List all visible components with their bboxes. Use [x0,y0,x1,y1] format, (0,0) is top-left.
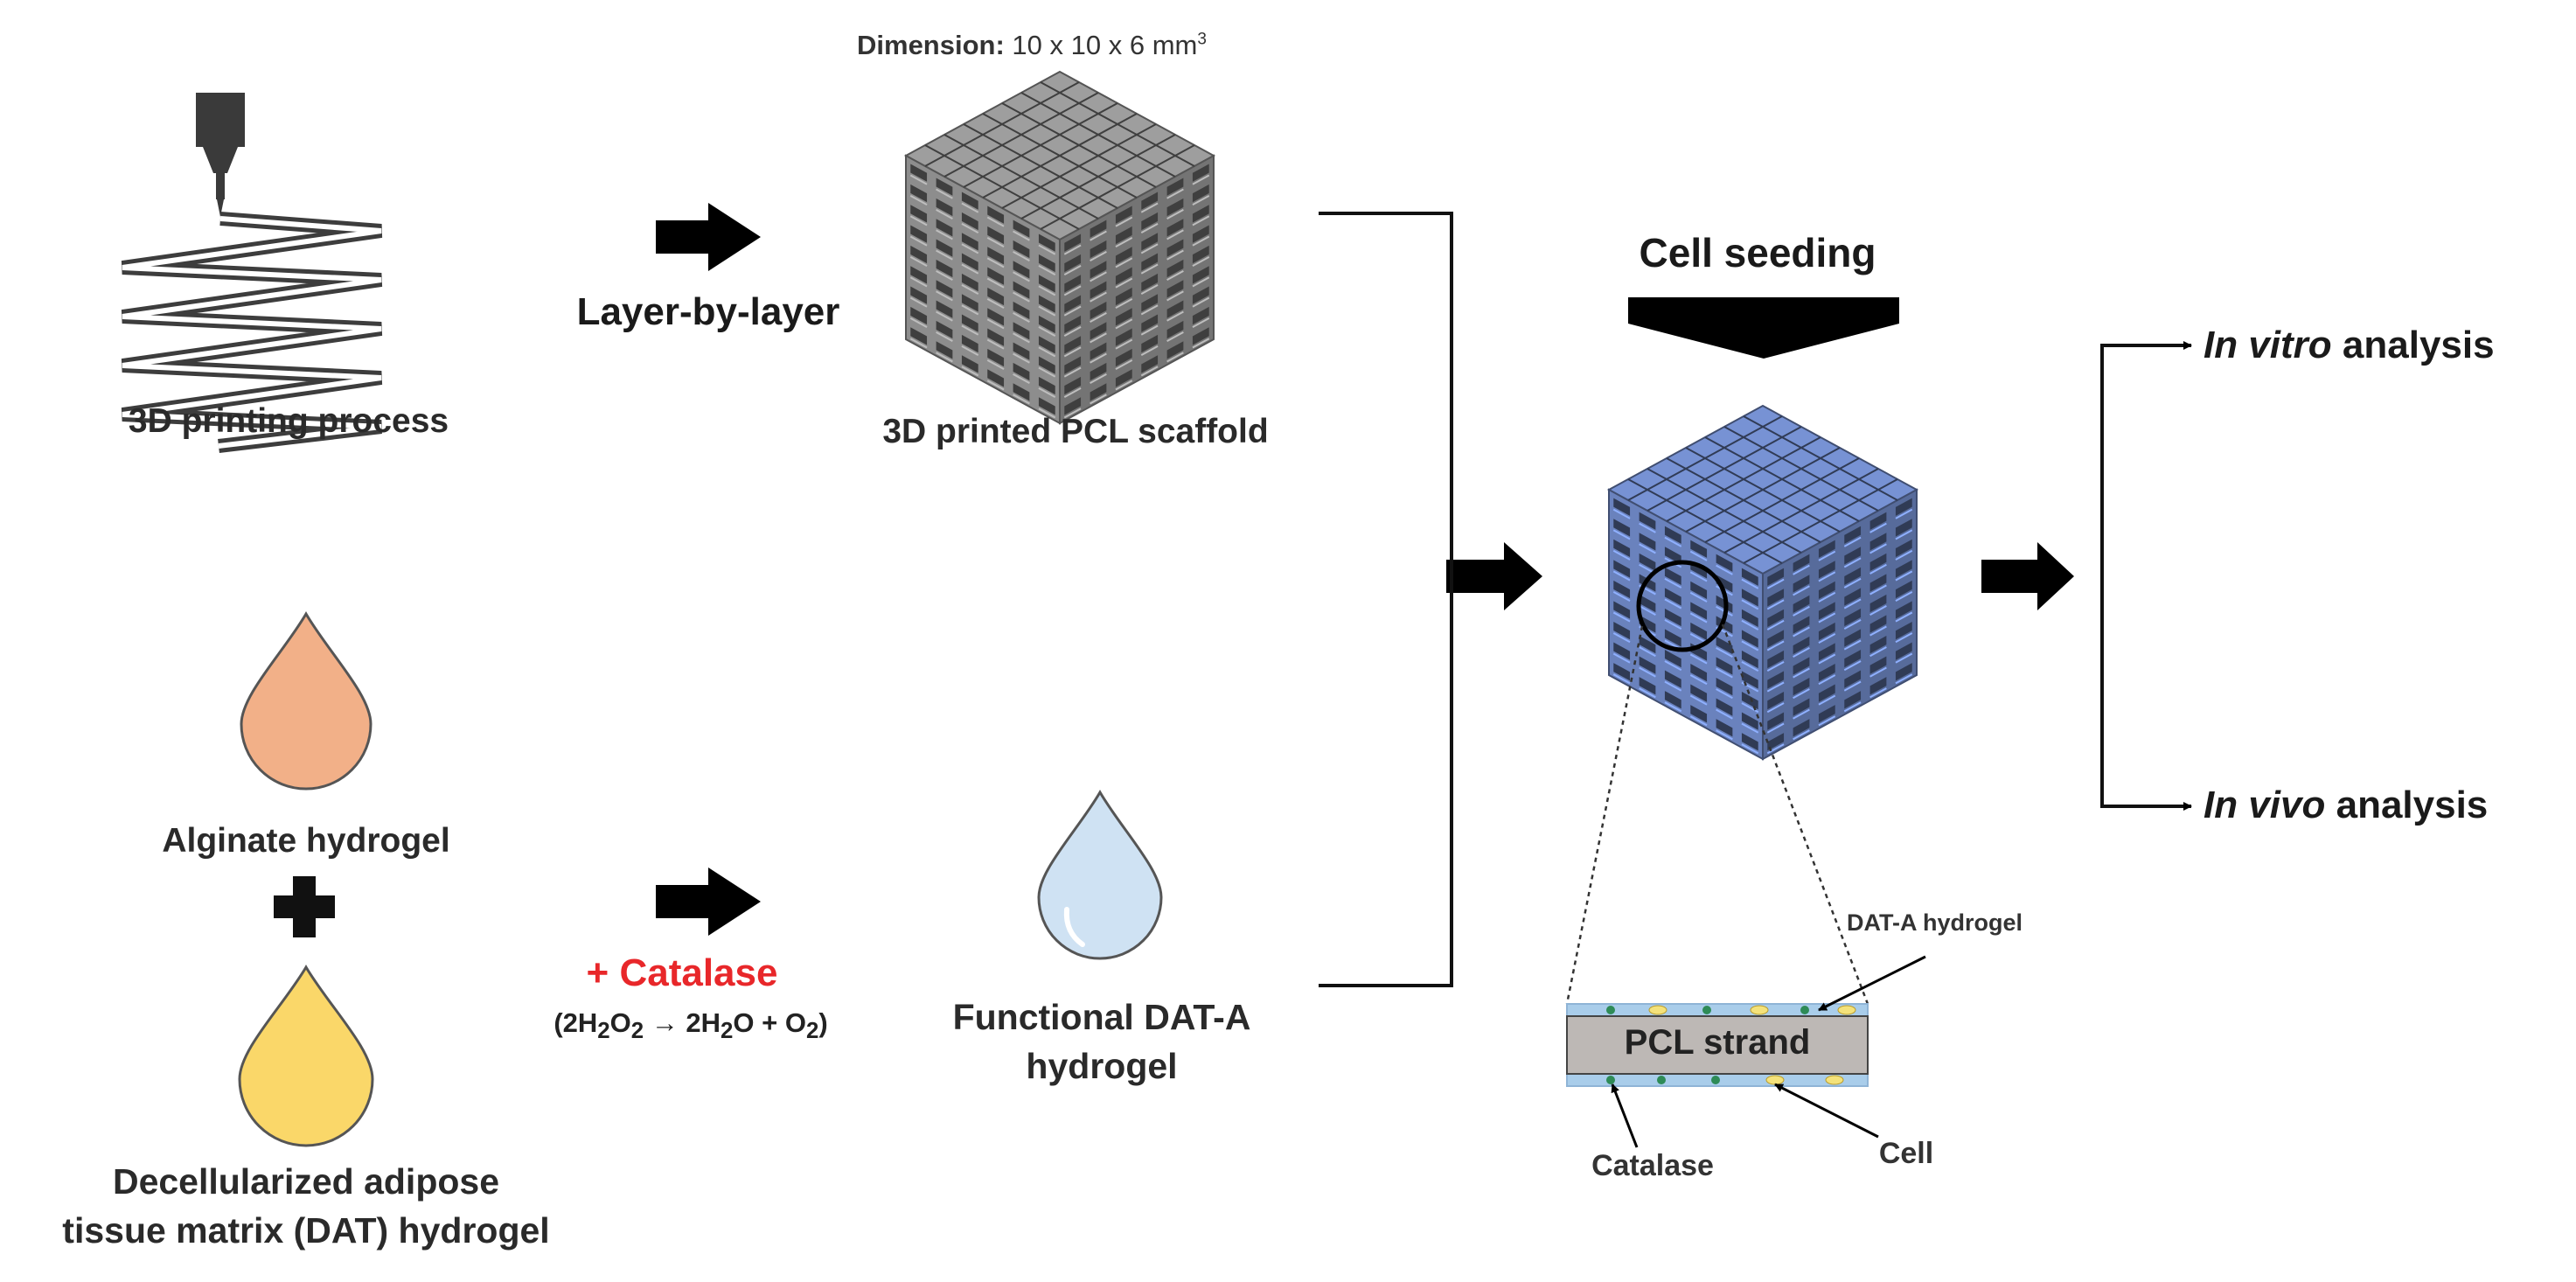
dat-droplet-icon [238,965,374,1147]
arrow-icon [656,203,761,271]
inset-dat-a-label: DAT-A hydrogel [1847,909,2023,936]
seeded-scaffold-cube [1606,404,1919,761]
in-vivo-italic: In vivo [2204,784,2326,826]
printed-path-icon [121,212,383,453]
cell-seeding-chevron-icon [1628,297,1899,359]
dat-label-line2: tissue matrix (DAT) hydrogel [62,1210,550,1251]
functional-label-line1: Functional DAT-A [952,997,1251,1037]
dimension-sup: 3 [1197,30,1207,49]
arrow-icon [1446,542,1542,610]
inset-pointers [1611,955,1926,1148]
plus-icon [274,876,335,937]
in-vitro-label: In vitro analysis [2204,324,2495,367]
dimension-value: 10 x 10 x 6 mm [1012,30,1198,60]
in-vitro-rest: analysis [2331,324,2495,366]
in-vitro-italic: In vitro [2204,324,2332,366]
reaction-equation: (2H2O2 → 2H2O + O2) [553,1007,828,1044]
functional-label-line2: hydrogel [1026,1046,1178,1086]
in-vivo-label: In vivo analysis [2204,784,2488,827]
printing-process-label: 3D printing process [128,402,449,440]
printer-nozzle-icon [196,93,245,217]
inset-cell-label: Cell [1878,1137,1934,1170]
arrow-icon [656,867,761,936]
dimension-label: Dimension: 10 x 10 x 6 mm3 [857,30,1207,60]
functional-droplet-icon [1037,790,1163,960]
in-vivo-rest: analysis [2325,784,2489,826]
arrow-icon [1981,542,2074,610]
dat-label-line1: Decellularized adipose [112,1161,500,1202]
scaffold-label: 3D printed PCL scaffold [882,413,1269,450]
cell-seeding-label: Cell seeding [1639,230,1876,275]
inset-catalase-label: Catalase [1591,1149,1714,1182]
pcl-strand-inset [1566,1003,1869,1087]
magnifier-circle [1636,560,1729,652]
gray-scaffold-cube [903,70,1216,425]
pcl-strand-label: PCL strand [1624,1023,1811,1062]
alginate-droplet-icon [240,611,372,791]
zoom-lines [1565,624,1869,1005]
merge-bracket [1319,212,1453,987]
catalase-label: + Catalase [586,951,778,994]
layer-by-layer-label: Layer-by-layer [576,290,840,333]
alginate-label: Alginate hydrogel [162,822,450,860]
split-bracket [2100,341,2192,811]
